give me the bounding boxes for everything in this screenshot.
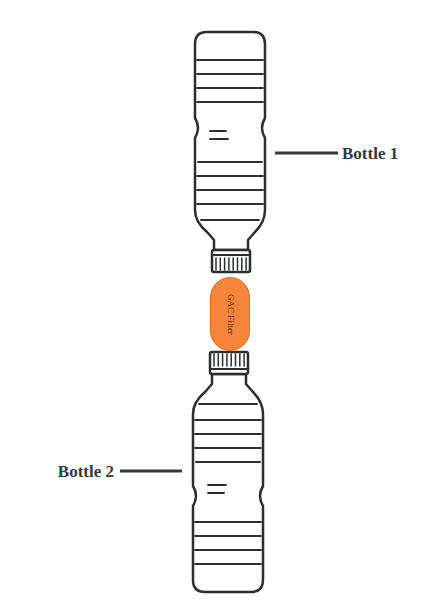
leader-line	[275, 152, 338, 155]
filter-label: GAC Filter	[226, 294, 235, 335]
bottle-bottom	[193, 352, 263, 592]
filter-capsule: GAC Filter	[210, 277, 250, 351]
bottle-top	[195, 32, 265, 272]
part-label: Bottle 1	[342, 145, 398, 162]
part-label: Bottle 2	[58, 463, 114, 480]
leader-line	[120, 470, 182, 473]
